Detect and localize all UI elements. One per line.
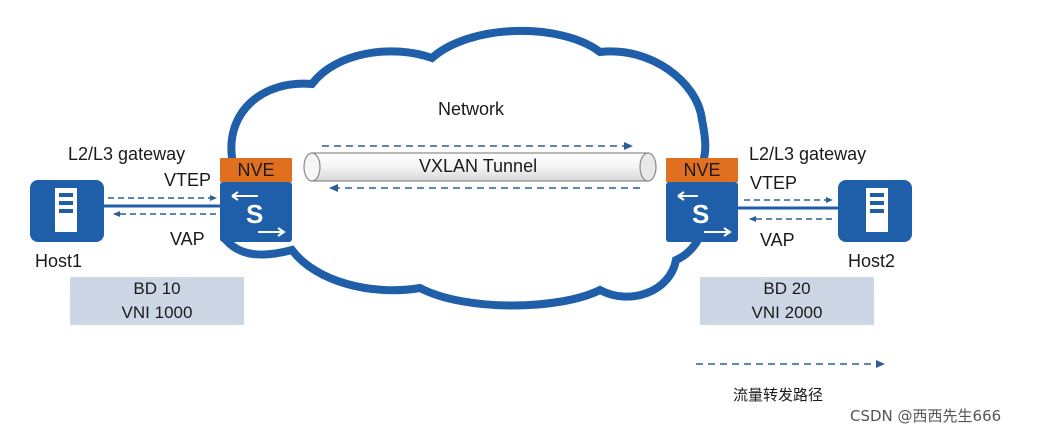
left-vtep-label: VTEP (164, 170, 212, 190)
left-bd-box: BD 10 VNI 1000 (70, 277, 244, 325)
right-nve-label: NVE (683, 160, 721, 180)
left-vap-label: VAP (170, 229, 205, 249)
host1-label: Host1 (35, 251, 83, 271)
network-cloud (222, 27, 710, 310)
left-gateway-label: L2/L3 gateway (68, 144, 186, 164)
network-label: Network (438, 99, 505, 119)
legend-label: 流量转发路径 (733, 386, 824, 404)
host2-icon (838, 180, 912, 242)
vxlan-tunnel (303, 152, 657, 182)
host2-label: Host2 (848, 251, 896, 271)
right-vap-label: VAP (760, 230, 795, 250)
left-bd-label: BD 10 (133, 279, 181, 298)
right-vtep-label: VTEP (750, 173, 798, 193)
watermark: CSDN @西西先生666 (850, 407, 1002, 425)
right-vni-label: VNI 2000 (751, 303, 823, 322)
left-switch-letter: S (246, 199, 264, 229)
host1-icon (30, 180, 104, 242)
right-switch-letter: S (692, 199, 710, 229)
left-vni-label: VNI 1000 (121, 303, 193, 322)
tunnel-label: VXLAN Tunnel (419, 156, 538, 176)
right-bd-label: BD 20 (763, 279, 811, 298)
left-switch-icon (220, 158, 292, 242)
right-switch-icon (666, 158, 738, 242)
left-nve-label: NVE (237, 160, 275, 180)
right-gateway-label: L2/L3 gateway (749, 144, 867, 164)
right-bd-box: BD 20 VNI 2000 (700, 277, 874, 325)
